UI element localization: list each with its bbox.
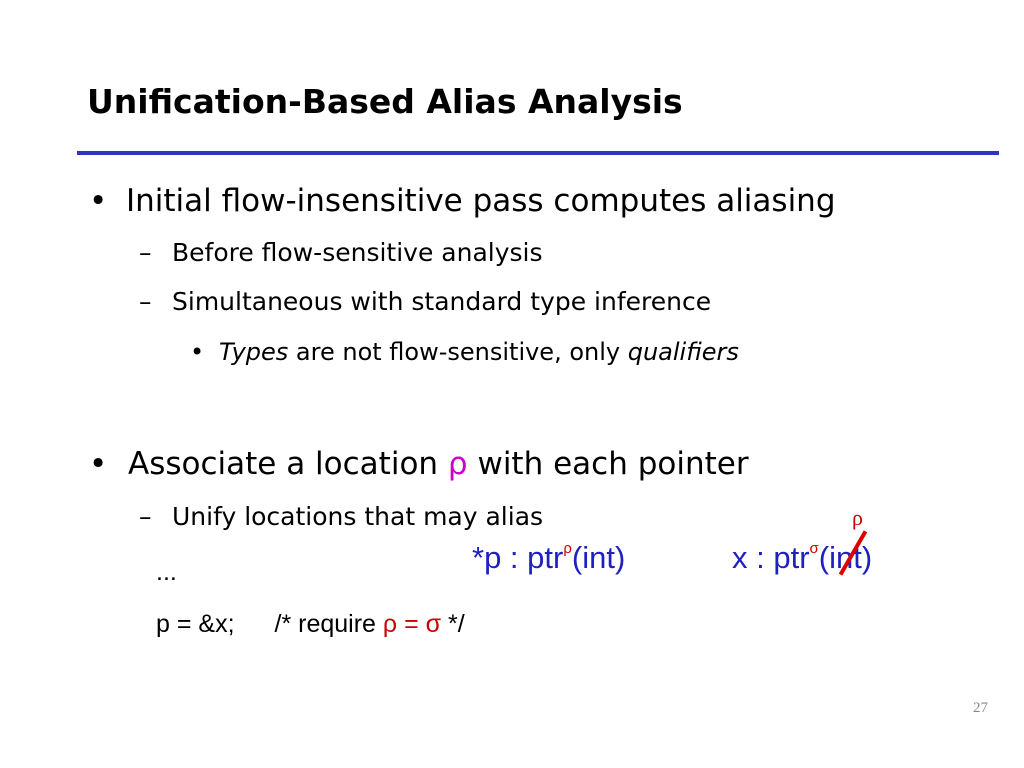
x-type-prefix: x : ptr xyxy=(732,540,810,575)
qualifiers-italic: qualifiers xyxy=(627,338,739,366)
bullet-marker: • xyxy=(190,338,205,366)
dash-marker: – xyxy=(139,502,152,531)
bullet-1-sub-2: Simultaneous with standard type inferenc… xyxy=(172,287,712,316)
bullet-marker: • xyxy=(89,446,108,482)
title-underline xyxy=(77,151,999,155)
bullet-1-text: Initial flow-insensitive pass computes a… xyxy=(126,183,836,219)
rho-symbol: ρ xyxy=(447,446,468,482)
code-rho: ρ xyxy=(382,610,398,638)
bullet-2-before: Associate a location xyxy=(128,446,448,482)
bullet-marker: • xyxy=(89,183,108,219)
x-type-sup: σ xyxy=(809,540,819,557)
p-type: *p : ptrρ(int) xyxy=(472,540,625,576)
replacement-rho: ρ xyxy=(852,505,863,530)
code-eq: = xyxy=(397,610,426,638)
bullet-2-after: with each pointer xyxy=(467,446,749,482)
subsub-mid: are not flow-sensitive, only xyxy=(288,338,628,366)
code-line-1: ... xyxy=(156,558,177,586)
bullet-1-sub-1: Before flow-sensitive analysis xyxy=(172,238,543,267)
p-type-sup: ρ xyxy=(563,540,572,557)
code-line-2: p = &x; /* require ρ = σ */ xyxy=(156,610,465,639)
dash-marker: – xyxy=(139,287,152,316)
bullet-2-text: Associate a location ρ with each pointer xyxy=(128,446,749,482)
types-italic: Types xyxy=(219,338,289,366)
x-type: x : ptrσ(int) xyxy=(732,540,872,576)
bullet-2-sub-1: Unify locations that may alias xyxy=(172,502,544,531)
code-assign: p = &x; xyxy=(156,610,235,638)
page-number: 27 xyxy=(973,700,988,716)
dash-marker: – xyxy=(139,238,152,267)
p-type-suffix: (int) xyxy=(571,540,626,575)
code-comment-start: /* require xyxy=(274,610,383,638)
bullet-1-subsub: Types are not flow-sensitive, only quali… xyxy=(219,338,739,366)
p-type-prefix: *p : ptr xyxy=(472,540,564,575)
code-sigma: σ xyxy=(425,610,442,638)
slide-title: Unification-Based Alias Analysis xyxy=(87,82,683,121)
code-comment-end: */ xyxy=(441,610,465,638)
